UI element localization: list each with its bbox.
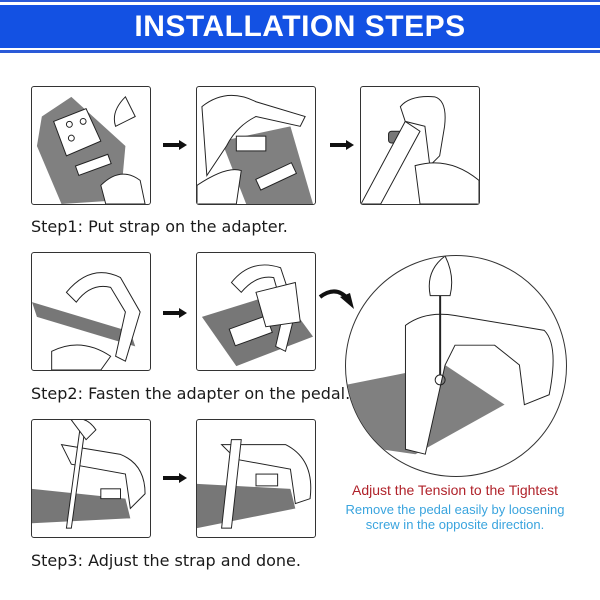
step2-panel-1	[31, 252, 151, 371]
step2-label: Step2: Fasten the adapter on the pedal.	[31, 384, 351, 403]
tension-detail-illustration-icon	[346, 256, 554, 455]
removal-caption-line-1: Remove the pedal easily by loosening	[345, 502, 565, 517]
removal-caption-line-2: screw in the opposite direction.	[365, 517, 545, 532]
arrow-right-icon	[330, 140, 354, 150]
pedal-illustration-icon	[36, 96, 146, 204]
detail-circle	[345, 255, 567, 477]
step2-panel-2	[196, 252, 316, 371]
header-band: INSTALLATION STEPS	[0, 5, 600, 48]
arrow-right-icon	[163, 473, 187, 483]
step3-panel-1	[31, 419, 151, 538]
step1-panel-2	[196, 86, 316, 205]
pedal-illustration-icon	[201, 264, 314, 367]
pedal-illustration-icon	[32, 420, 146, 529]
step1-panel-1	[31, 86, 151, 205]
arrow-right-icon	[163, 308, 187, 318]
arrow-right-icon	[163, 140, 187, 150]
step3-label: Step3: Adjust the strap and done.	[31, 551, 301, 570]
step1-label: Step1: Put strap on the adapter.	[31, 217, 288, 236]
curved-arrow-icon	[318, 289, 354, 309]
header-stripe-top	[0, 0, 600, 2]
pedal-illustration-icon	[32, 272, 141, 370]
buckle-illustration-icon	[361, 96, 479, 204]
page-title: INSTALLATION STEPS	[134, 10, 466, 43]
pedal-illustration-icon	[197, 439, 312, 529]
removal-caption: Remove the pedal easily by loosening scr…	[330, 502, 580, 532]
pedal-illustration-icon	[197, 95, 314, 204]
step1-panel-3	[360, 86, 480, 205]
header-stripe-bottom	[0, 50, 600, 53]
tension-caption: Adjust the Tension to the Tightest	[352, 482, 558, 498]
step3-panel-2	[196, 419, 316, 538]
